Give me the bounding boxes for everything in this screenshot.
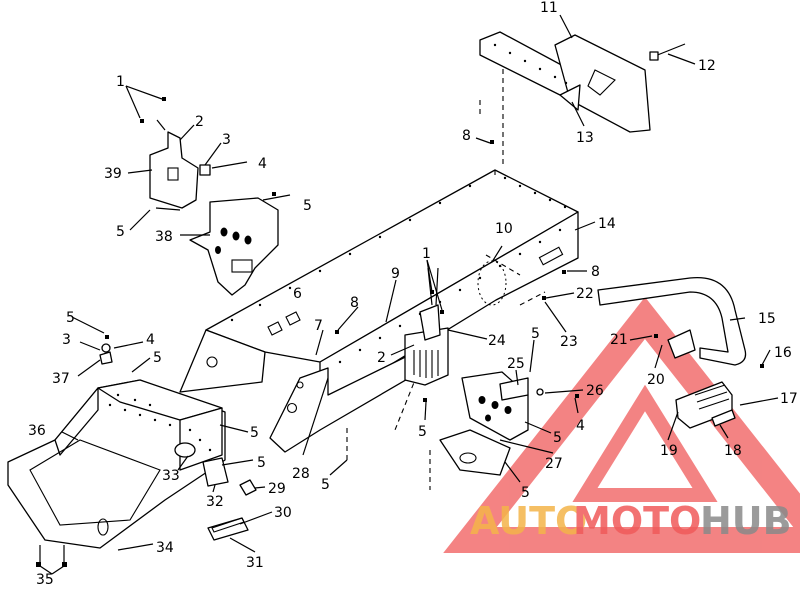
callout-26: 26	[586, 383, 604, 399]
callout-labels: 1 2 3 4 39 5 38 5 11 12 13 8 14 10 8 1 9…	[28, 0, 798, 588]
callout-18: 18	[724, 443, 742, 459]
callout-27: 27	[545, 456, 563, 472]
callout-4: 4	[576, 418, 585, 434]
callout-5: 5	[250, 425, 259, 441]
callout-33: 33	[162, 468, 180, 484]
callout-2: 2	[377, 350, 386, 366]
watermark-hub: HUB	[700, 499, 792, 543]
callout-23: 23	[560, 334, 578, 350]
callout-5: 5	[553, 430, 562, 446]
rear-grab-handle	[597, 276, 747, 366]
callout-4: 4	[146, 332, 155, 348]
leader-lines	[39, 14, 779, 575]
rear-bumper-bracket	[479, 31, 686, 133]
callout-36: 36	[28, 423, 46, 439]
callout-7: 7	[314, 318, 323, 334]
fasteners	[36, 97, 764, 567]
callout-5: 5	[66, 310, 75, 326]
watermark-moto: MOTO	[573, 499, 701, 543]
main-frame	[179, 169, 579, 409]
callout-24: 24	[488, 333, 506, 349]
callout-5: 5	[531, 326, 540, 342]
callout-14: 14	[598, 216, 616, 232]
callout-22: 22	[576, 286, 594, 302]
callout-5: 5	[303, 198, 312, 214]
callout-16: 16	[774, 345, 792, 361]
watermark-logo	[443, 297, 800, 553]
callout-6: 6	[293, 286, 302, 302]
callout-5: 5	[153, 350, 162, 366]
steering-bracket	[149, 131, 291, 296]
callout-5: 5	[321, 477, 330, 493]
callout-1: 1	[116, 74, 125, 90]
watermark-auto: AUTO	[470, 499, 587, 543]
callout-38: 38	[155, 229, 173, 245]
callout-5: 5	[116, 224, 125, 240]
watermark-text: AUTO MOTO HUB	[470, 499, 792, 543]
callout-31: 31	[246, 555, 264, 571]
callout-12: 12	[698, 58, 716, 74]
callout-5: 5	[418, 424, 427, 440]
callout-8: 8	[462, 128, 471, 144]
callout-19: 19	[660, 443, 678, 459]
gusset-plates	[439, 371, 529, 476]
rear-bumper-pieces	[675, 381, 736, 429]
callout-9: 9	[391, 266, 400, 282]
callout-29: 29	[268, 481, 286, 497]
callout-11: 11	[540, 0, 558, 16]
callout-13: 13	[576, 130, 594, 146]
callout-8: 8	[350, 295, 359, 311]
callout-28: 28	[292, 466, 310, 482]
callout-15: 15	[758, 311, 776, 327]
small-brackets	[202, 457, 257, 541]
callout-3: 3	[222, 132, 231, 148]
callout-32: 32	[206, 494, 224, 510]
callout-34: 34	[156, 540, 174, 556]
callout-20: 20	[647, 372, 665, 388]
callout-1: 1	[422, 246, 431, 262]
callout-4: 4	[258, 156, 267, 172]
center-mount-bracket	[404, 267, 449, 386]
callout-25: 25	[507, 356, 525, 372]
callout-2: 2	[195, 114, 204, 130]
callout-5: 5	[257, 455, 266, 471]
callout-37: 37	[52, 371, 70, 387]
callout-3: 3	[62, 332, 71, 348]
front-skid-pan	[7, 379, 226, 566]
callout-17: 17	[780, 391, 798, 407]
callout-30: 30	[274, 505, 292, 521]
callout-21: 21	[610, 332, 628, 348]
callout-39: 39	[104, 166, 122, 182]
assembly-guide-lines	[346, 60, 546, 490]
callout-8: 8	[591, 264, 600, 280]
callout-35: 35	[36, 572, 54, 587]
callout-10: 10	[495, 221, 513, 237]
callout-5: 5	[521, 485, 530, 501]
